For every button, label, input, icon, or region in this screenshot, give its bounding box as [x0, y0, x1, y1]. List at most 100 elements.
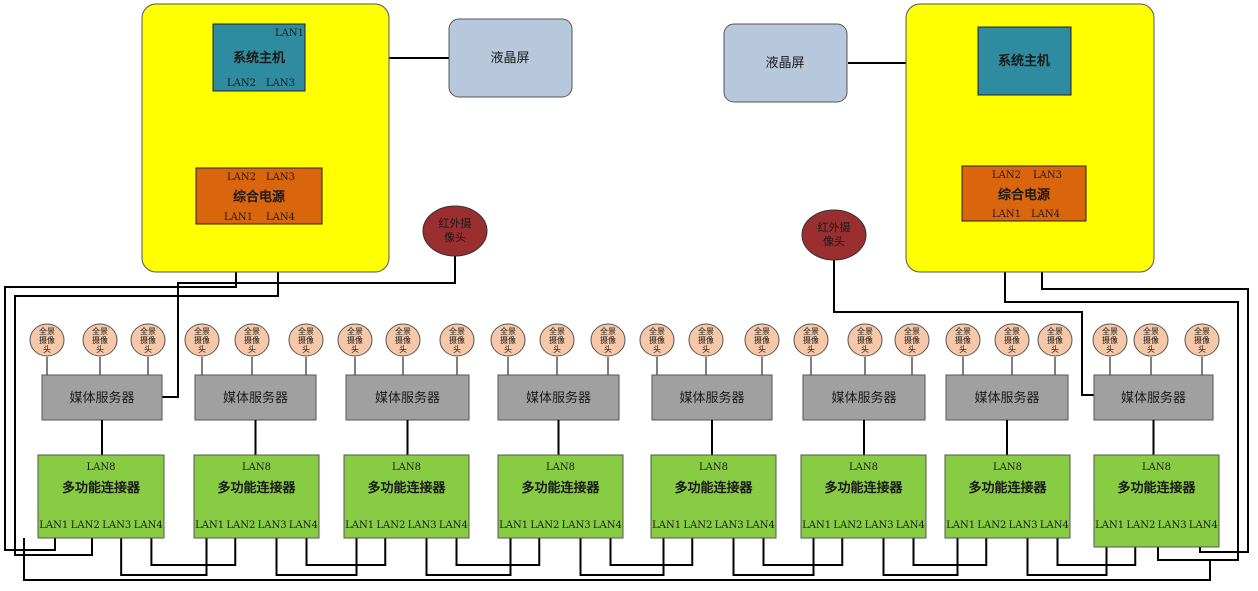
panoramic-camera-label: 摄像	[500, 335, 516, 345]
media-server	[651, 374, 773, 421]
left-ir-camera: 红外摄 像头	[422, 205, 488, 257]
panoramic-camera-label: 全景	[904, 326, 920, 336]
panoramic-camera-body	[847, 323, 883, 357]
panoramic-camera-label: 摄像	[140, 335, 156, 345]
media-server-label: 媒体服务器	[375, 390, 440, 406]
panoramic-camera-label: 头	[1106, 344, 1114, 354]
panoramic-camera-label: 头	[144, 344, 152, 354]
panoramic-camera-label: 全景	[347, 326, 363, 336]
panoramic-camera-label: 全景	[1047, 326, 1063, 336]
panoramic-camera-body	[490, 323, 526, 357]
panoramic-camera-label: 头	[959, 344, 967, 354]
media-server	[1093, 374, 1214, 421]
connector-label: 多功能连接器	[217, 480, 296, 496]
connector-port-lan1: LAN1	[39, 520, 68, 531]
panoramic-camera-label: 摄像	[803, 335, 819, 345]
panoramic-camera-body	[1037, 323, 1073, 357]
connector-port-lan4: LAN4	[439, 520, 468, 531]
connector-port-lan4: LAN4	[1040, 520, 1069, 531]
connector-port-lan2: LAN2	[226, 520, 255, 531]
panoramic-camera-body	[1133, 323, 1169, 357]
panoramic-camera-label: 头	[504, 344, 512, 354]
connector-port-lan4: LAN4	[289, 520, 318, 531]
multifunction-connector	[343, 454, 470, 539]
panoramic-camera-label: 摄像	[92, 335, 108, 345]
panoramic-camera-label: 摄像	[955, 335, 971, 345]
right-power-lan1: LAN1	[992, 209, 1021, 220]
left-lcd-screen	[448, 18, 573, 98]
panoramic-camera-label: 头	[453, 344, 461, 354]
right-power-lan4: LAN4	[1031, 209, 1060, 220]
left-power-lan1: LAN1	[224, 212, 253, 223]
wire-right-power-lan2	[1041, 221, 1249, 553]
connector-port-lan1: LAN1	[1095, 520, 1124, 531]
connector-port-lan3: LAN3	[562, 520, 591, 531]
panoramic-camera-label: 摄像	[698, 335, 714, 345]
panoramic-camera-label: 全景	[754, 326, 770, 336]
connector-port-lan3: LAN3	[1009, 520, 1038, 531]
panoramic-camera-body	[130, 323, 166, 357]
panoramic-camera-label: 头	[1198, 344, 1206, 354]
connector-port-lan3: LAN3	[102, 520, 131, 531]
panoramic-camera-body	[793, 323, 829, 357]
multifunction-connector	[497, 454, 624, 539]
connector-port-lan1: LAN1	[195, 520, 224, 531]
connector-lan8: LAN8	[242, 462, 271, 473]
panoramic-camera-body	[82, 323, 118, 357]
connector-port-lan2: LAN2	[376, 520, 405, 531]
panoramic-camera-body	[744, 323, 780, 357]
panoramic-camera-body	[994, 323, 1030, 357]
panoramic-camera-label: 头	[1051, 344, 1059, 354]
panoramic-camera-label: 全景	[39, 326, 55, 336]
panoramic-camera-label: 摄像	[1047, 335, 1063, 345]
left-power-lan3: LAN3	[266, 172, 295, 183]
wire-right-power-lan1	[1004, 221, 1239, 561]
wire-chain-b-2	[305, 538, 387, 566]
left-host-lan1: LAN1	[275, 28, 304, 39]
wire-bottom-bus	[23, 538, 1211, 581]
wire-left-ir-server	[162, 256, 456, 398]
right-lcd-screen	[723, 23, 848, 103]
connector-port-lan1: LAN1	[802, 520, 831, 531]
connector-label: 多功能连接器	[367, 480, 446, 496]
panoramic-camera-label: 全景	[649, 326, 665, 336]
panoramic-camera-label: 头	[351, 344, 359, 354]
panoramic-camera-label: 全景	[1004, 326, 1020, 336]
connector-port-lan3: LAN3	[258, 520, 287, 531]
panoramic-camera-label: 摄像	[649, 335, 665, 345]
connector-port-lan3: LAN3	[715, 520, 744, 531]
connector-port-lan2: LAN2	[833, 520, 862, 531]
panoramic-camera-label: 摄像	[347, 335, 363, 345]
wire-chain-b-3	[455, 538, 541, 566]
media-server-label: 媒体服务器	[526, 390, 591, 406]
panoramic-camera-label: 摄像	[1194, 335, 1210, 345]
panoramic-camera-label: 全景	[449, 326, 465, 336]
left-system-host	[212, 23, 306, 92]
panoramic-camera-label: 全景	[803, 326, 819, 336]
connector-label: 多功能连接器	[968, 480, 1047, 496]
left-control-zone: 系统主机 LAN1 LAN2 LAN3 综合电源 LAN2 LAN3 LAN1 …	[141, 3, 390, 273]
connector-port-lan4: LAN4	[1189, 520, 1218, 531]
wire-chain-b-7	[1056, 538, 1137, 566]
media-server-label: 媒体服务器	[974, 390, 1039, 406]
wire-chain-4	[579, 538, 665, 576]
panoramic-camera-label: 头	[702, 344, 710, 354]
panoramic-camera-label: 摄像	[1004, 335, 1020, 345]
wire-chain-2	[275, 538, 358, 576]
connector-port-lan4: LAN4	[134, 520, 163, 531]
panoramic-camera-body	[1092, 323, 1128, 357]
panoramic-camera-label: 摄像	[449, 335, 465, 345]
wire-chain-b-6	[912, 538, 988, 566]
left-power-lan4: LAN4	[266, 212, 295, 223]
panoramic-camera-label: 头	[653, 344, 661, 354]
connector-label: 多功能连接器	[521, 480, 600, 496]
